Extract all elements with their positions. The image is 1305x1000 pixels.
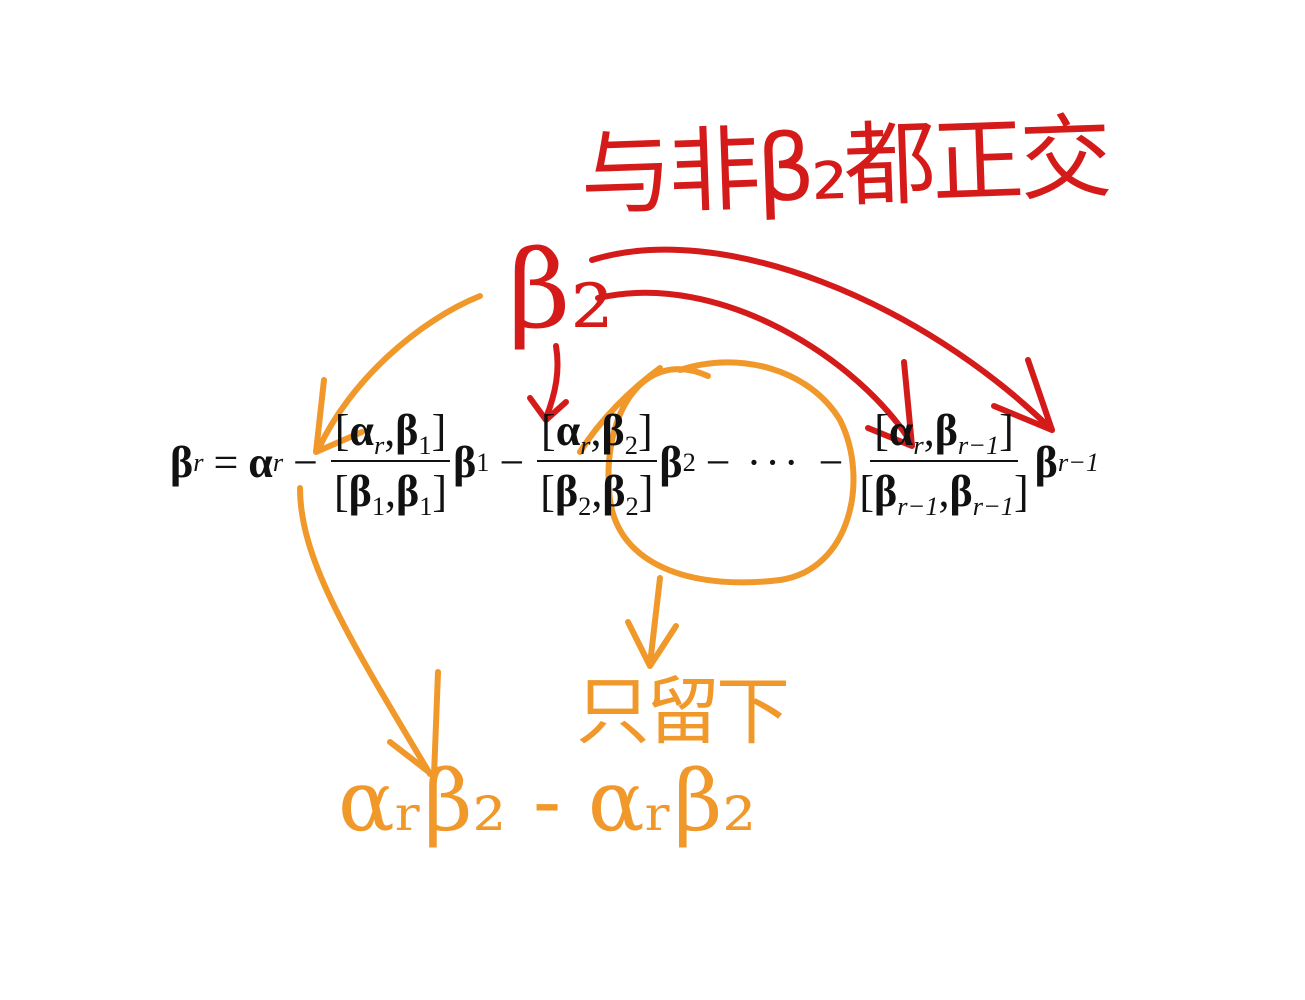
fraction-1-numerator: [αr,β1]: [330, 406, 451, 462]
fraction-2-numerator: [αr,β2]: [537, 406, 657, 462]
orange-arrow-alpha-down: [297, 485, 433, 777]
orange-circle-second-term: [605, 359, 857, 586]
beta2-annotation: β₂: [508, 228, 614, 353]
red-arrow-to-last-term: [589, 246, 1055, 433]
lhs-beta: β: [170, 437, 194, 487]
orange-stroke-across-term: [577, 365, 663, 455]
fraction-term-2: [αr,β2] [β2,β2]: [536, 406, 657, 522]
red-arrow-to-beta1-head: [527, 395, 569, 423]
fraction-last-denominator: [βr−1,βr−1]: [859, 467, 1029, 522]
equals-sign: =: [213, 437, 239, 487]
red-arrow-to-dots-head: [865, 359, 915, 449]
fraction-term-1: [αr,β1] [β1,β1]: [330, 406, 451, 522]
red-arrow-to-dots: [595, 289, 915, 447]
minus-4: −: [818, 437, 844, 487]
beta-1: β: [453, 437, 477, 487]
beta-r-minus-1: β: [1034, 437, 1058, 487]
title-annotation: 与非β₂都正交: [578, 103, 1110, 230]
red-arrow-to-beta1: [543, 343, 561, 421]
orange-arrow-to-alpha-head: [313, 377, 365, 455]
fraction-1-denominator: [β1,β1]: [333, 467, 448, 522]
fraction-2-denominator: [β2,β2]: [540, 467, 654, 522]
ellipsis: ···: [746, 437, 803, 487]
minus-2: −: [499, 437, 525, 487]
orange-arrow-to-alpha: [315, 293, 483, 453]
minus-1: −: [293, 437, 318, 487]
fraction-last-numerator: [αr,βr−1]: [870, 406, 1018, 462]
orange-arrow-circle-down-head: [625, 619, 679, 669]
alpha-r: α: [248, 437, 273, 487]
bottom-expression-annotation: αᵣβ₂ - αᵣβ₂: [338, 752, 757, 850]
red-arrow-to-last-term-head: [991, 357, 1055, 433]
leave-annotation: 只留下: [576, 669, 790, 755]
orange-arrow-circle-down: [647, 575, 663, 667]
orange-arrow-alpha-down-head: [387, 669, 441, 779]
beta-2: β: [659, 437, 683, 487]
fraction-term-last: [αr,βr−1] [βr−1,βr−1]: [855, 406, 1032, 522]
minus-3: −: [705, 437, 731, 487]
